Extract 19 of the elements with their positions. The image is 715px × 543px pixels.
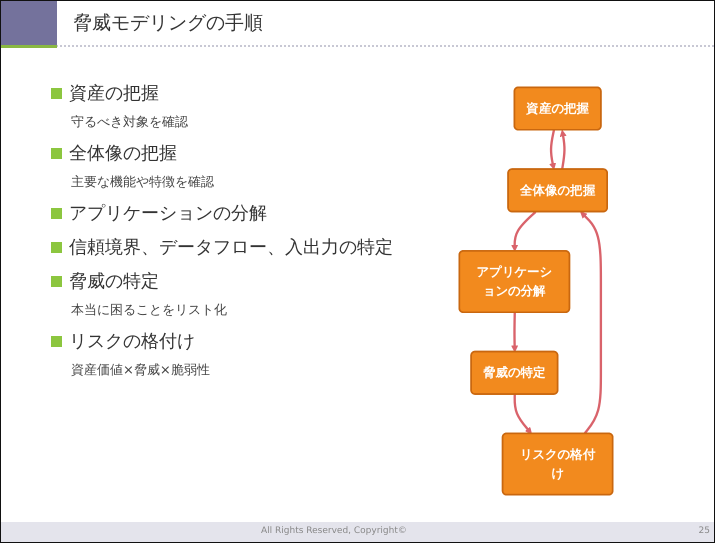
bullet-description: 主要な機能や特徴を確認 (71, 174, 214, 191)
slide-title: 脅威モデリングの手順 (73, 11, 263, 36)
arrow (511, 312, 518, 352)
copyright-text: All Rights Reserved, Copyright© (261, 526, 407, 536)
bullet-heading: 全体像の把握 (69, 142, 177, 165)
bullet-description: 本当に困ることをリスト化 (71, 302, 227, 319)
arrow (514, 394, 532, 434)
arrow (560, 130, 567, 170)
bullet-heading: アプリケーションの分解 (69, 202, 267, 225)
bullet-description: 守るべき対象を確認 (71, 114, 188, 131)
bullet-heading: リスクの格付け (69, 330, 195, 353)
arrow (549, 130, 556, 170)
bullet-heading: 脅威の特定 (69, 270, 159, 293)
bullet-heading: 資産の把握 (69, 82, 159, 105)
arrow (580, 212, 602, 434)
page-number: 25 (698, 526, 710, 536)
bullet-heading: 信頼境界、データフロー、入出力の特定 (69, 236, 393, 259)
arrow (511, 211, 536, 252)
bullet-description: 資産価値×脅威×脆弱性 (71, 362, 210, 379)
